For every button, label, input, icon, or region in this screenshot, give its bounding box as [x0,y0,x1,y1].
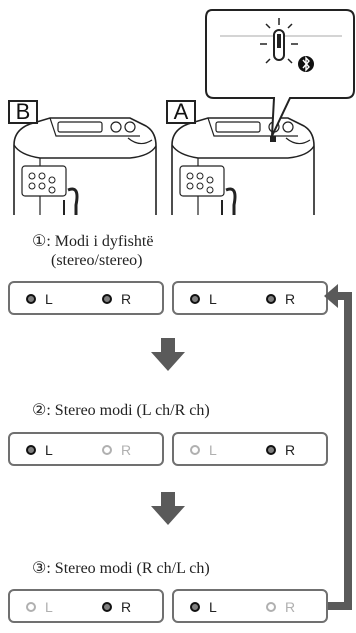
mode-3-speaker-a-panel: L R [172,589,328,623]
mode-1-speaker-a-panel: L R [172,281,328,315]
mode-2-title: ②: Stereo modi (L ch/R ch) [32,402,210,419]
led-icon [266,602,276,612]
callout-bubble [205,9,355,137]
right-channel-indicator: R [102,289,131,309]
down-arrow-icon [151,492,185,525]
led-icon [102,294,112,304]
left-channel-label: L [209,291,217,307]
speaker-a-ports [179,165,225,197]
mode-1-title: ①: Modi i dyfishtë [32,233,154,250]
left-channel-label: L [45,442,53,458]
bluetooth-icon [298,56,314,72]
speaker-label-a: A [166,100,196,124]
left-channel-label: L [45,599,53,615]
led-icon [190,445,200,455]
mode-1-speaker-b-panel: L R [8,281,164,315]
right-channel-label: R [121,291,132,307]
speaker-a [171,117,315,215]
right-channel-label: R [121,599,132,615]
mode-2-speaker-b-panel: L R [8,432,164,466]
right-channel-indicator: R [266,440,295,460]
right-channel-label: R [285,599,296,615]
speakers-illustration [13,9,355,215]
speaker-label-b: B [8,100,38,124]
speaker-a-indicator [270,136,276,142]
led-icon [190,294,200,304]
right-channel-indicator: R [266,597,295,617]
left-channel-label: L [45,291,53,307]
led-icon [190,602,200,612]
left-channel-label: L [209,442,217,458]
mode-1-subtitle: (stereo/stereo) [51,252,143,269]
left-channel-indicator: L [190,440,217,460]
left-channel-indicator: L [190,289,217,309]
led-icon [102,602,112,612]
speaker-b [13,117,157,215]
left-channel-indicator: L [26,289,53,309]
led-icon [102,445,112,455]
led-icon [26,445,36,455]
right-channel-label: R [285,442,296,458]
mode-3-title: ③: Stereo modi (R ch/L ch) [32,560,210,577]
right-channel-indicator: R [102,440,131,460]
mode-2-speaker-a-panel: L R [172,432,328,466]
led-icon [266,294,276,304]
speaker-b-ports [21,165,67,197]
left-channel-indicator: L [190,597,217,617]
left-channel-indicator: L [26,440,53,460]
led-icon [26,294,36,304]
right-channel-indicator: R [266,289,295,309]
mode-3-speaker-b-panel: L R [8,589,164,623]
loop-back-arrow-icon [324,284,352,610]
right-channel-label: R [121,442,132,458]
blinking-light-icon [260,18,298,64]
led-icon [266,445,276,455]
left-channel-label: L [209,599,217,615]
right-channel-indicator: R [102,597,131,617]
left-channel-indicator: L [26,597,53,617]
down-arrow-icon [151,338,185,371]
right-channel-label: R [285,291,296,307]
led-icon [26,602,36,612]
